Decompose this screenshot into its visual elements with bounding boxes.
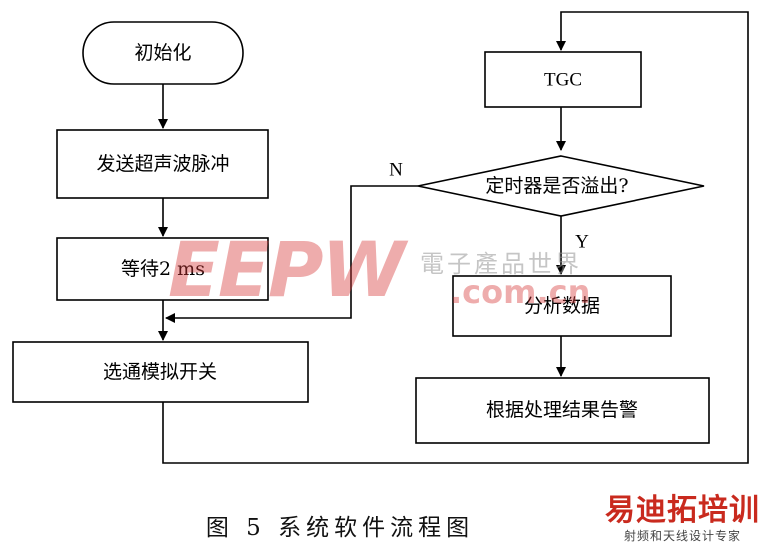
brand-name: 易迪拓培训 — [605, 493, 760, 528]
edge-decision-no — [165, 185, 418, 323]
edge-loop-back — [162, 11, 749, 464]
label-tgc: TGC — [544, 70, 582, 91]
node-alarm — [415, 377, 710, 444]
brand-slogan: 射频和天线设计专家 — [623, 529, 741, 543]
node-select — [12, 341, 309, 403]
label-send: 发送超声波脉冲 — [96, 153, 229, 175]
label-decision: 定时器是否溢出? — [485, 175, 628, 197]
label-edge-no: N — [389, 160, 403, 181]
label-analyze: 分析数据 — [524, 295, 600, 317]
watermark-logo: EEPW — [168, 225, 405, 314]
label-wait: 等待2 ms — [121, 258, 205, 280]
watermark-cn-name: 電子產品世界 — [420, 250, 582, 278]
figure-caption: 图 5 系统软件流程图 — [205, 515, 475, 541]
label-alarm: 根据处理结果告警 — [486, 399, 638, 421]
node-init — [82, 21, 244, 85]
label-init: 初始化 — [134, 42, 191, 64]
node-send — [56, 129, 269, 199]
node-decision — [417, 155, 705, 217]
node-analyze — [452, 275, 672, 337]
brand-logo: 易迪拓培训 射频和天线设计专家 — [605, 494, 760, 544]
node-tgc — [484, 51, 642, 108]
watermark-site: .com.cn — [450, 273, 591, 311]
label-edge-yes: Y — [575, 232, 589, 253]
node-wait — [56, 237, 269, 301]
label-select: 选通模拟开关 — [103, 361, 217, 383]
